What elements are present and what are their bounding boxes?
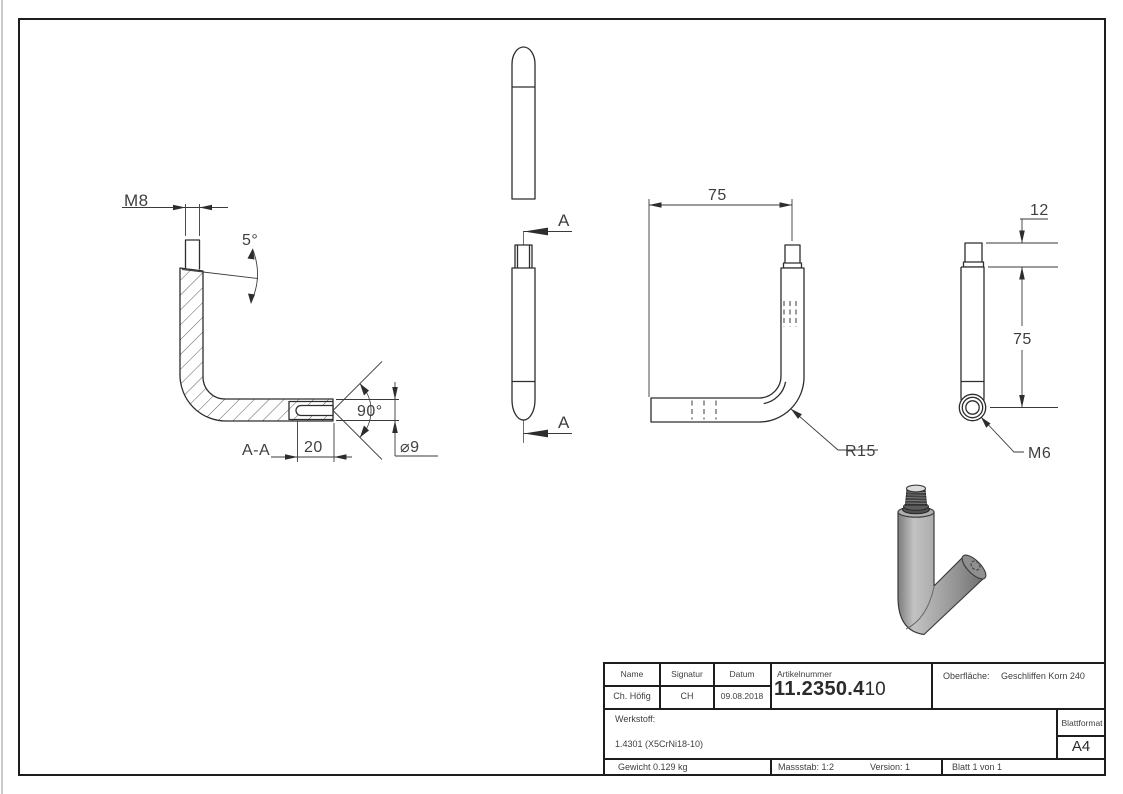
slot-thread (295, 404, 334, 417)
arrowhead (779, 202, 792, 208)
stud-outline (964, 242, 983, 262)
tb-signatur-value: CH (680, 691, 694, 701)
tb-line (941, 758, 943, 776)
tb-name-label: Name (620, 669, 644, 679)
arrowhead (248, 293, 255, 304)
face-angle-line (181, 269, 259, 279)
body-length-label: 75 (1013, 331, 1032, 348)
section-name-label: A-A (242, 442, 270, 459)
arrowhead (359, 425, 369, 438)
face-angle-label: 5° (242, 232, 258, 249)
stud-collar (962, 261, 985, 268)
tb-name-value: Ch. Höfig (613, 691, 651, 701)
tb-version: Version: 1 (870, 762, 911, 772)
arrowhead (981, 417, 991, 428)
tb-line (603, 662, 605, 776)
tb-line (603, 685, 770, 687)
tb-line (931, 662, 933, 708)
drawing-frame (18, 18, 1106, 776)
arrowhead (359, 383, 369, 396)
tb-line (770, 758, 772, 776)
cut-arrowhead (524, 429, 548, 438)
tb-blatt: Blatt 1 von 1 (952, 762, 1003, 772)
slot-length-label: 20 (304, 439, 323, 456)
top-view (511, 46, 536, 200)
hole-circle-mid (961, 396, 984, 419)
cut-arrowhead (524, 227, 548, 236)
arrowhead (1019, 267, 1025, 280)
body-outline (511, 267, 536, 421)
tb-oberflaeche-label: Oberfläche: (943, 671, 990, 681)
body-outline (650, 267, 805, 423)
screen-edge (1, 0, 3, 794)
tb-blattformat-label: Blattformat (1061, 718, 1103, 728)
thread-top-label: M8 (124, 191, 149, 210)
body-outline (960, 266, 985, 397)
tb-massstab: Massstab: 1:2 (778, 762, 835, 772)
section-body (179, 267, 334, 422)
bend-radius-label: R15 (845, 443, 876, 460)
tb-artikelnummer-value: 11.2350.410 (774, 678, 886, 700)
tb-line (603, 662, 1106, 664)
render-stud-topface (906, 484, 926, 493)
tb-line (603, 708, 1106, 710)
arrowhead (392, 420, 398, 433)
side-view: 75 R15 (648, 187, 878, 460)
arrowhead (173, 204, 186, 211)
section-view-aa: M8 5° 90° 20 A-A ⌀9 (122, 191, 438, 462)
stud-collar (782, 262, 803, 269)
hole-circle-outer (958, 393, 987, 422)
tb-line (603, 758, 1106, 760)
front-view: A A (511, 211, 572, 443)
cut-label-top: A (558, 211, 570, 230)
bend-tangent-arc (763, 381, 787, 405)
tb-line (770, 662, 772, 708)
tb-line (1056, 708, 1058, 758)
render-body (897, 511, 986, 636)
arrowhead (334, 454, 347, 460)
tb-oberflaeche-value: Geschliffen Korn 240 (1001, 671, 1085, 681)
corner-angle-label: 90° (357, 403, 383, 420)
top-view-outline (511, 46, 536, 200)
tb-datum-value: 09.08.2018 (720, 691, 764, 701)
arrowhead (790, 408, 802, 419)
tb-line (1056, 735, 1106, 737)
angle-line (332, 410, 383, 460)
leader-line (980, 416, 1024, 453)
tb-artikelnummer-label: Artikelnummer (777, 669, 832, 679)
diameter-label: ⌀9 (400, 439, 420, 456)
hole-circle-inner (965, 400, 980, 415)
render-endface-hole (970, 560, 981, 571)
tb-werkstoff-label: Werkstoff: (615, 714, 656, 724)
tb-signatur-label: Signatur (671, 669, 703, 679)
tb-datum-label: Datum (729, 669, 755, 679)
arrowhead (285, 454, 298, 460)
tb-gewicht: Gewicht 0.129 kg (618, 762, 688, 772)
tb-blattformat-value: A4 (1071, 738, 1091, 755)
render-3d (897, 484, 987, 636)
arrowhead (1019, 395, 1025, 408)
stud-outline (184, 239, 201, 270)
back-view: 12 75 M6 (958, 202, 1058, 462)
stud-length-label: 12 (1030, 202, 1049, 219)
stud-outline (514, 244, 533, 268)
leader-line (790, 408, 878, 451)
arm-length-label: 75 (708, 187, 727, 204)
render-thread-lines (905, 491, 927, 504)
arrowhead (199, 204, 212, 211)
stud-outline (784, 244, 801, 263)
slot-pocket (288, 400, 333, 421)
arrowhead (392, 387, 398, 400)
arrowhead (1019, 230, 1025, 243)
arrowhead (649, 202, 662, 208)
render-elbow-crease (905, 586, 935, 630)
thread-bottom-label: M6 (1028, 445, 1051, 462)
cut-label-bottom: A (558, 413, 570, 432)
arrowhead (247, 248, 255, 260)
tb-werkstoff-value: 1.4301 (X5CrNi18-10) (615, 739, 704, 749)
title-block: Name Signatur Datum Ch. Höfig CH 09.08.2… (603, 662, 1106, 776)
angle-line (332, 361, 383, 411)
